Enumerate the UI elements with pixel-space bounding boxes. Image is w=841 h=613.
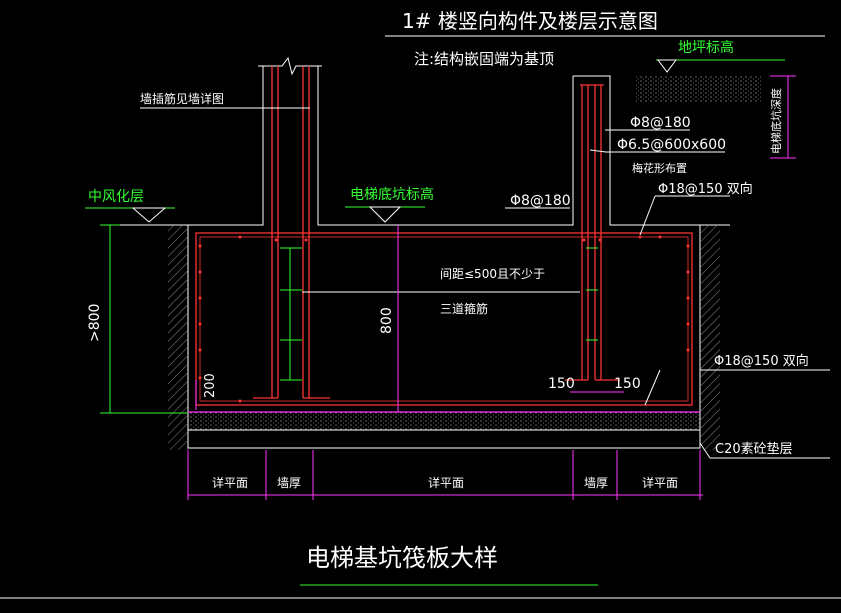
min-depth-label: >800	[87, 304, 103, 342]
dim-150-right: 150	[614, 376, 641, 392]
pit-depth-dimension: 电梯底坑深度	[769, 75, 796, 159]
stirrup-note-1: 间距≤500且不少于	[440, 267, 545, 281]
wall-detail-callout: 墙插筋见墙详图	[140, 91, 310, 109]
pit-bottom-level-marker: 电梯底坑标高	[345, 186, 434, 223]
rebar-top-label: Φ8@180	[630, 115, 691, 131]
ground-level-triangle	[657, 59, 677, 73]
slab-rebar-outline	[195, 232, 693, 406]
dim-150-left: 150	[548, 376, 575, 392]
cushion-hatch	[188, 412, 700, 430]
weathered-layer-label: 中风化层	[88, 189, 144, 205]
stirrups	[280, 247, 598, 381]
wall-detail-label: 墙插筋见墙详图	[140, 91, 224, 106]
rebar-bottom-right-label: Φ18@150 双向	[714, 353, 809, 369]
bottom-dim-2: 墙厚	[277, 476, 301, 490]
drawing-title: 1# 楼竖向构件及楼层示意图	[402, 9, 658, 33]
left-soil-hatch	[168, 225, 188, 450]
bottom-dimension-labels: 详平面 墙厚 详平面 墙厚 详平面	[212, 475, 678, 490]
right-soil-hatch	[700, 225, 720, 450]
pit-depth-label: 电梯底坑深度	[769, 88, 783, 154]
rebar-top-right-label: Φ18@150 双向	[658, 181, 753, 197]
header-block: 1# 楼竖向构件及楼层示意图 注:结构嵌固端为基顶	[385, 9, 825, 68]
bottom-dim-4: 墙厚	[584, 476, 608, 490]
dim-200: 200	[203, 373, 218, 398]
cushion-label: C20素砼垫层	[715, 441, 793, 457]
dimension-lines	[187, 225, 703, 500]
ground-level-label: 地坪标高	[678, 39, 734, 56]
rebar-callouts-right	[589, 129, 830, 459]
rebar-mid-label: Φ8@180	[510, 193, 571, 209]
structure-note: 注:结构嵌固端为基顶	[414, 50, 554, 68]
tie-note-label: 梅花形布置	[632, 161, 687, 175]
bottom-dim-3: 详平面	[428, 475, 464, 490]
bottom-dim-5: 详平面	[642, 475, 678, 490]
rebar-cage	[195, 66, 693, 406]
tie-spacing-label: Φ6.5@600x600	[617, 137, 726, 153]
bottom-dim-1: 详平面	[212, 475, 248, 490]
stirrup-note-2: 三道箍筋	[440, 301, 488, 316]
detail-title: 电梯基坑筏板大样	[306, 544, 498, 572]
ground-soil-texture	[636, 76, 761, 102]
pit-bottom-level-label: 电梯底坑标高	[350, 186, 434, 203]
min-depth-dimension	[100, 224, 188, 414]
slab-thickness-dim: 800	[379, 307, 395, 334]
weathered-layer-marker: 中风化层	[85, 189, 175, 223]
ground-level-marker: 地坪标高	[636, 39, 785, 102]
rebar-dots	[198, 235, 690, 403]
